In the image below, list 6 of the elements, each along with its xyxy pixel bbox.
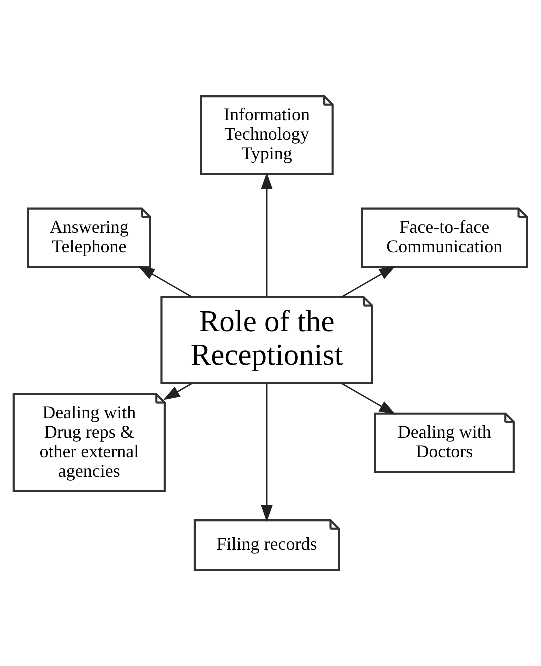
- arrow: [138, 266, 193, 298]
- arrow: [163, 382, 193, 400]
- arrow: [342, 382, 396, 414]
- arrow: [261, 172, 273, 297]
- arrow: [342, 266, 396, 298]
- arrow: [261, 382, 273, 522]
